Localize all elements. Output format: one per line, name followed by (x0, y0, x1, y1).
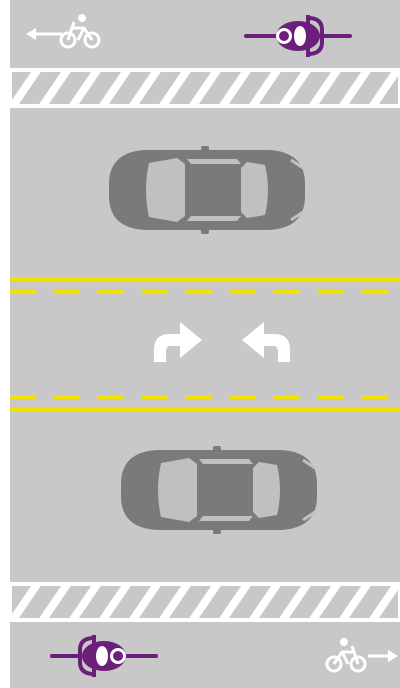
two-way-left-turn-lane (10, 278, 400, 410)
car-icon (109, 146, 305, 234)
buffer-bottom (10, 580, 400, 624)
buffer-top (10, 66, 400, 110)
car-icon (121, 446, 317, 534)
